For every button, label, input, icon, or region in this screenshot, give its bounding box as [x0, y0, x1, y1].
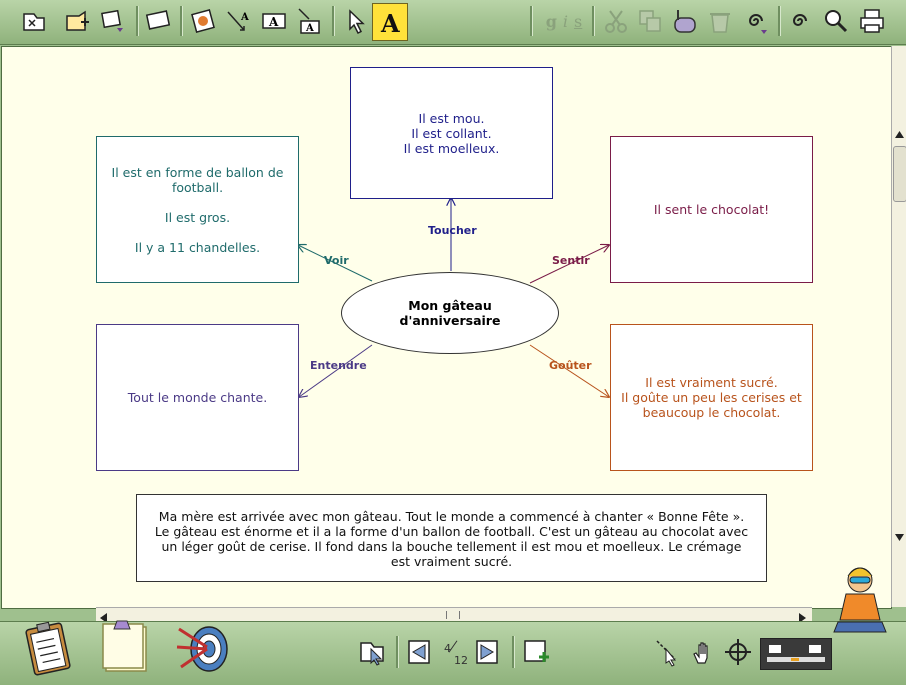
vertical-scrollbar[interactable] [891, 46, 906, 607]
svg-text:A: A [305, 23, 314, 34]
link-sentir [529, 245, 609, 284]
link-voir [298, 245, 373, 282]
pointer-icon[interactable] [340, 5, 372, 37]
cut-icon[interactable] [600, 5, 632, 37]
picture-icon[interactable] [188, 5, 220, 37]
page-indicator: 4 12 [436, 640, 472, 670]
page-total: 12 [454, 654, 468, 667]
box-sentir[interactable]: Il sent le chocolat! [610, 136, 813, 283]
svg-text:A: A [268, 15, 279, 29]
mind-map-canvas[interactable]: Il est mou. Il est collant. Il est moell… [1, 46, 892, 609]
label-gouter[interactable]: Goûter [549, 359, 592, 372]
helper-character-icon[interactable] [830, 564, 890, 642]
link-label-icon[interactable]: A [294, 5, 326, 37]
label-sentir[interactable]: Sentir [552, 254, 590, 267]
link-gouter [529, 344, 609, 397]
label-entendre[interactable]: Entendre [310, 359, 367, 372]
crosshair-icon[interactable] [722, 636, 754, 668]
box-entendre[interactable]: Tout le monde chante. [96, 324, 299, 471]
text-box-icon[interactable]: A [258, 5, 290, 37]
print-icon[interactable] [856, 5, 888, 37]
spiral-icon[interactable] [784, 5, 816, 37]
link-text-icon[interactable]: A [222, 5, 254, 37]
navigator-thumbnail[interactable] [760, 638, 832, 670]
checklist-icon[interactable] [18, 614, 78, 678]
notes-icon[interactable] [96, 616, 156, 678]
search-icon[interactable] [820, 5, 852, 37]
label-voir[interactable]: Voir [324, 254, 349, 267]
box-gouter[interactable]: Il est vraiment sucré. Il goûte un peu l… [610, 324, 813, 471]
text-tool-icon[interactable]: A [372, 3, 408, 41]
bold-button[interactable]: g [545, 11, 557, 31]
text-format-group: g i s [540, 5, 588, 37]
scroll-left-arrow-icon[interactable] [98, 609, 110, 623]
scroll-up-arrow-icon[interactable] [894, 126, 905, 144]
svg-text:A: A [380, 9, 400, 37]
scroll-right-arrow-icon[interactable] [796, 609, 808, 623]
underline-button[interactable]: s [574, 11, 583, 31]
trash-icon[interactable] [704, 5, 736, 37]
hand-icon[interactable] [688, 636, 720, 668]
scroll-down-arrow-icon[interactable] [894, 528, 905, 546]
home-cursor-icon[interactable] [356, 634, 388, 668]
link-cursor-icon[interactable] [652, 636, 684, 668]
target-icon[interactable] [172, 618, 234, 678]
central-idea[interactable]: Mon gâteau d'anniversaire [341, 272, 559, 354]
pick-tool-icon[interactable] [18, 5, 50, 37]
svg-text:A: A [240, 12, 249, 23]
paste-icon[interactable] [668, 5, 700, 37]
box-toucher[interactable]: Il est mou. Il est collant. Il est moell… [350, 67, 553, 199]
next-page-icon[interactable] [470, 636, 502, 668]
story-text-box[interactable]: Ma mère est arrivée avec mon gâteau. Tou… [136, 494, 767, 582]
vertical-scroll-thumb[interactable] [893, 146, 906, 202]
main-toolbar: A A A A g i s [0, 0, 906, 45]
shape-menu-icon[interactable] [98, 5, 130, 37]
italic-button[interactable]: i [562, 11, 569, 31]
add-page-icon[interactable] [520, 636, 552, 668]
bottom-toolbar: 4 12 [0, 567, 906, 685]
link-entendre [299, 344, 373, 397]
note-icon[interactable] [142, 5, 174, 37]
label-toucher[interactable]: Toucher [428, 224, 477, 237]
spiral-menu-icon[interactable] [740, 5, 772, 37]
horizontal-scrollbar[interactable] [96, 607, 812, 623]
page-current: 4 [444, 642, 451, 655]
box-voir[interactable]: Il est en forme de ballon de football. I… [96, 136, 299, 283]
copy-icon[interactable] [634, 5, 666, 37]
connector-lines [2, 47, 891, 608]
new-shape-icon[interactable] [62, 5, 94, 37]
previous-page-icon[interactable] [404, 636, 436, 668]
horizontal-scroll-thumb[interactable] [446, 611, 460, 619]
